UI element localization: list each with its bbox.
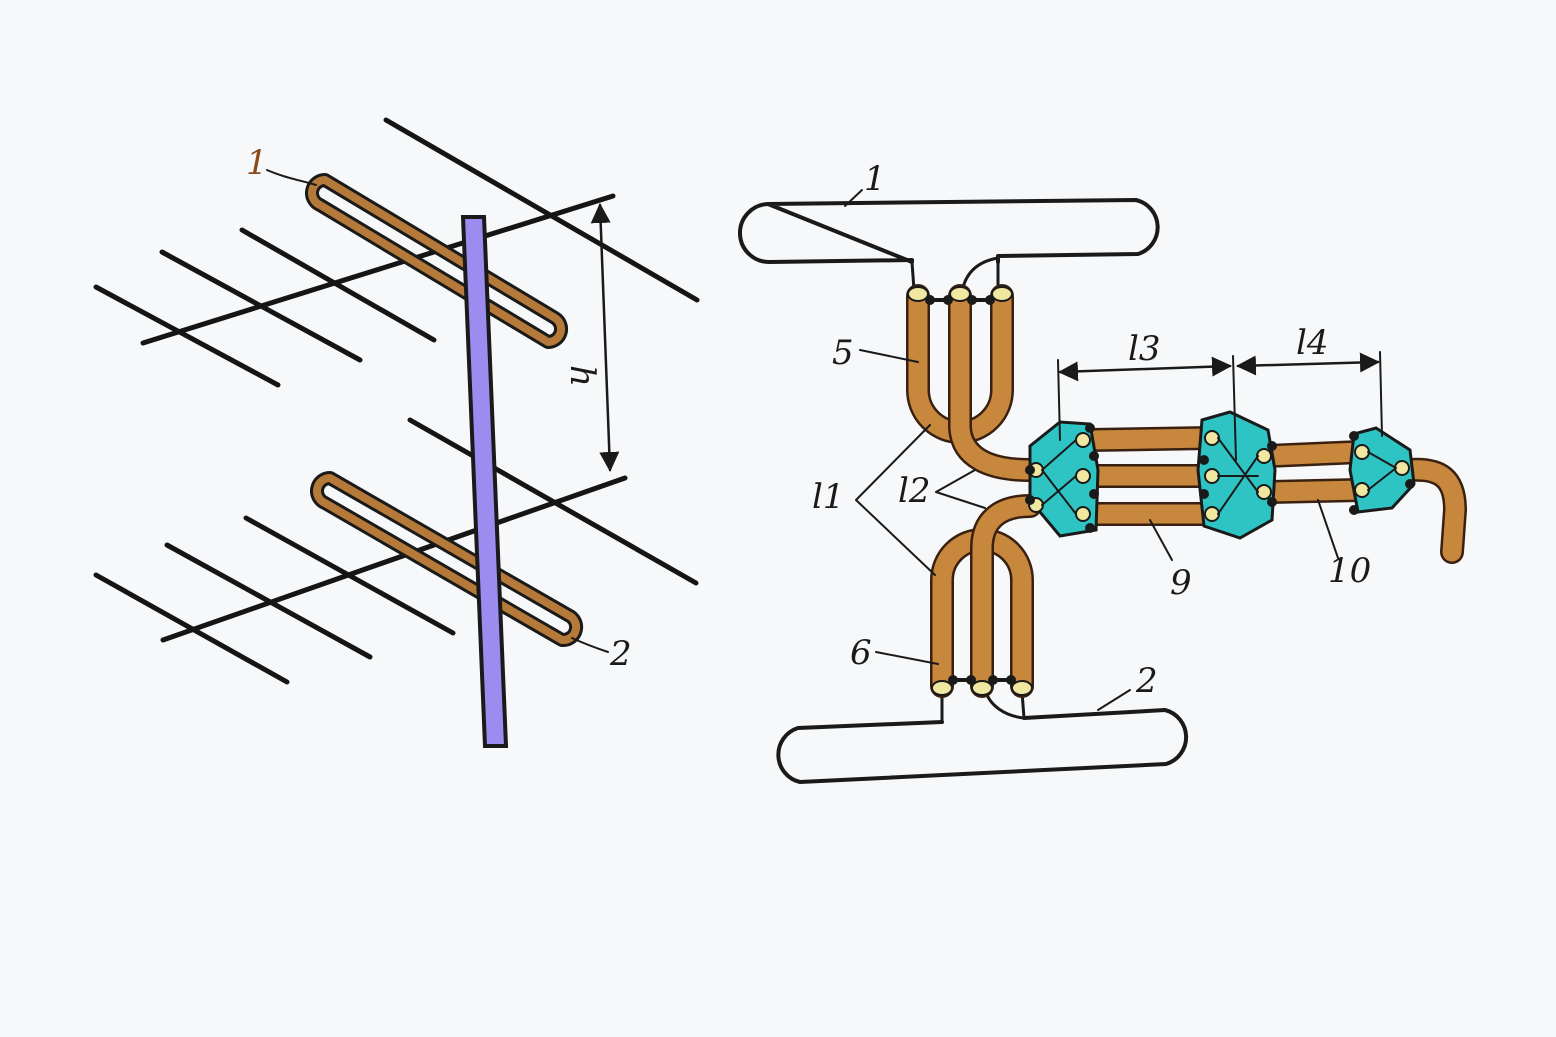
label-l3: l3 xyxy=(1128,329,1161,369)
mast xyxy=(460,215,509,748)
right-figure: l3 l4 1 2 5 6 l1 l2 9 10 xyxy=(738,159,1467,784)
dimension-h: h xyxy=(562,203,620,472)
lower-yagi xyxy=(93,417,699,685)
output-cable xyxy=(1398,457,1467,564)
leader-dipole-2 xyxy=(1097,689,1131,711)
label-cable-6: 6 xyxy=(850,633,872,673)
left-figure: h 1 2 xyxy=(93,117,700,748)
mast-pole xyxy=(460,215,509,748)
upper-reflector xyxy=(383,117,700,303)
leader-l1 xyxy=(855,424,936,576)
junction-box-1 xyxy=(1025,420,1100,538)
upper-director-3 xyxy=(239,227,437,343)
label-l2: l2 xyxy=(898,471,931,511)
leader-9 xyxy=(1149,519,1173,561)
leader-5 xyxy=(859,349,919,363)
label-l1: l1 xyxy=(812,477,845,517)
dipole-bottom xyxy=(776,708,1189,784)
label-lower-antenna: 2 xyxy=(609,634,632,674)
junction-box-2 xyxy=(1196,410,1277,540)
cable-6 xyxy=(930,494,1042,698)
lower-director-3 xyxy=(243,515,456,636)
upper-yagi xyxy=(93,117,700,388)
leader-10 xyxy=(1317,499,1339,559)
upper-loop-vibrator xyxy=(305,173,569,350)
lower-director-2 xyxy=(164,542,373,660)
label-cable-5: 5 xyxy=(832,333,854,373)
upper-director-2 xyxy=(159,249,363,363)
label-h: h xyxy=(562,365,602,387)
transformer-10 xyxy=(1256,440,1372,504)
junction-box-3 xyxy=(1348,426,1416,515)
cable-5 xyxy=(906,284,1042,482)
label-l4: l4 xyxy=(1296,323,1329,363)
label-dipole-bottom: 2 xyxy=(1135,661,1158,701)
upper-director-1 xyxy=(93,284,281,388)
leader-1 xyxy=(266,169,317,186)
lower-reflector xyxy=(407,417,699,586)
lower-loop-vibrator xyxy=(310,471,584,648)
upper-boom xyxy=(140,193,616,346)
lower-boom xyxy=(160,475,628,643)
dipole-top xyxy=(738,198,1160,265)
lower-director-1 xyxy=(93,572,290,685)
label-transformer-10: 10 xyxy=(1328,551,1371,591)
label-transformer-9: 9 xyxy=(1170,563,1192,603)
dimension-l3-l4: l3 l4 xyxy=(1057,323,1383,461)
label-upper-antenna: 1 xyxy=(246,143,268,183)
label-dipole-top: 1 xyxy=(864,159,886,199)
leader-dipole-1 xyxy=(844,189,863,207)
h-arrow xyxy=(590,203,620,472)
transformer-9 xyxy=(1078,426,1222,526)
leader-l2 xyxy=(935,469,986,509)
leader-2 xyxy=(571,637,609,653)
leader-6 xyxy=(875,651,939,665)
